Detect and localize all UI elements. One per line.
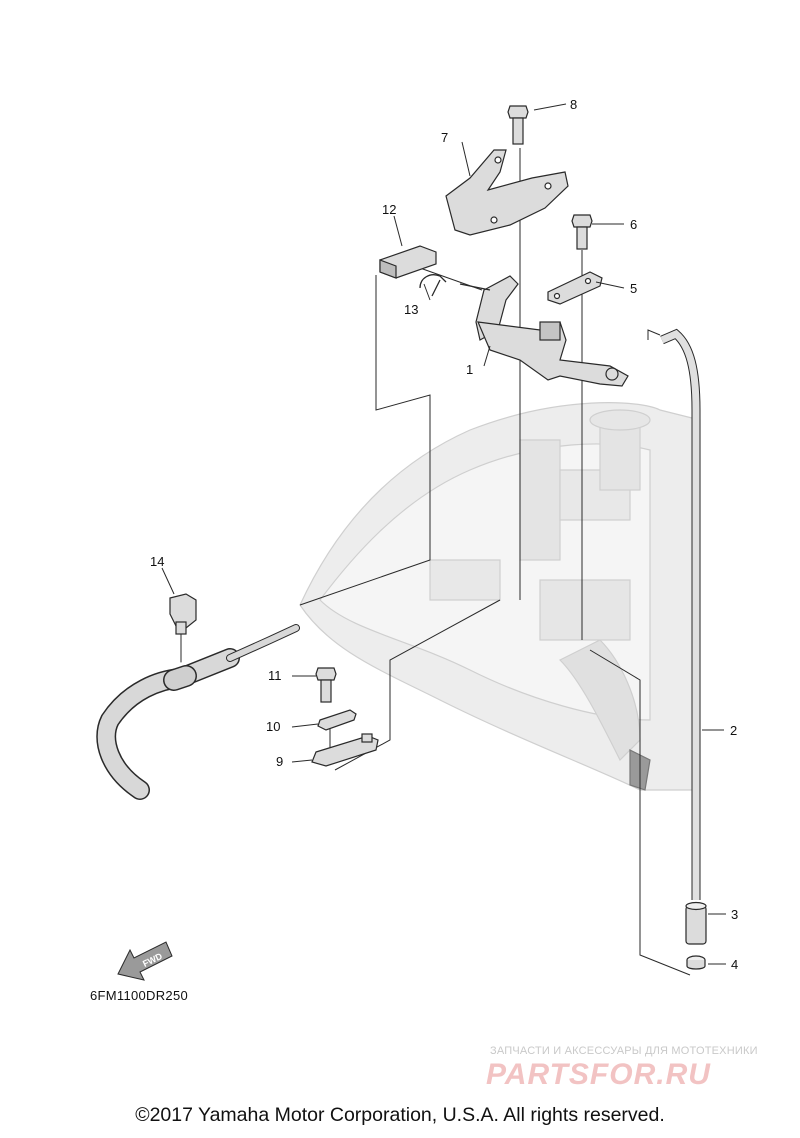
- callout-14: 14: [150, 554, 164, 569]
- watermark-tagline: ЗАПЧАСТИ И АКСЕССУАРЫ ДЛЯ МОТОТЕХНИКИ: [490, 1045, 758, 1057]
- guide-lines: [299, 148, 691, 976]
- callout-6: 6: [630, 217, 637, 232]
- part-2-rod: [660, 328, 701, 900]
- callout-10: 10: [266, 719, 280, 734]
- part-14-clip: [169, 593, 197, 635]
- callout-1: 1: [466, 362, 473, 377]
- callout-5: 5: [630, 281, 637, 296]
- part-10-plate: [317, 709, 357, 731]
- callout-leaders: [161, 103, 726, 965]
- fwd-arrow-icon: FWD: [117, 941, 173, 981]
- part-4-nut: [686, 955, 706, 970]
- callout-12: 12: [382, 202, 396, 217]
- copyright-notice: ©2017 Yamaha Motor Corporation, U.S.A. A…: [135, 1104, 665, 1126]
- part-1-lever-assembly: [459, 275, 629, 387]
- callout-13: 13: [404, 302, 418, 317]
- callout-3: 3: [731, 907, 738, 922]
- callout-11: 11: [268, 668, 282, 683]
- callout-2: 2: [730, 723, 737, 738]
- watermark-logo: PARTSFOR.RU: [486, 1058, 711, 1091]
- shift-cable: [96, 624, 300, 800]
- part-11-bolt: [315, 667, 337, 703]
- part-12-block: [379, 245, 437, 279]
- part-13-clip: [419, 274, 447, 297]
- part-6-bolt: [571, 214, 593, 250]
- callout-7: 7: [441, 130, 448, 145]
- part-8-bolt: [507, 105, 529, 145]
- part-7-bracket: [445, 149, 569, 236]
- engine-housing-ghost: [299, 402, 701, 791]
- part-9-plate: [311, 733, 379, 767]
- part-5-plate: [547, 271, 603, 305]
- callout-8: 8: [570, 97, 577, 112]
- callout-4: 4: [731, 957, 738, 972]
- drawing-code: 6FM1100DR250: [90, 988, 189, 1003]
- callout-9: 9: [276, 754, 283, 769]
- part-3-sleeve: [685, 901, 707, 945]
